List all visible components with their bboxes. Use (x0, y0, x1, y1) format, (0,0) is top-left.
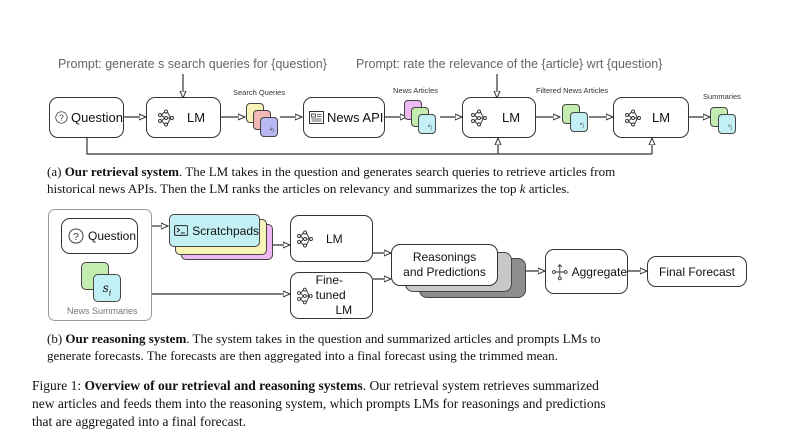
prompt-generate-queries: Prompt: generate s search queries for {q… (58, 57, 327, 71)
question-label: Question (70, 110, 123, 125)
final-forecast-label: Final Forecast (658, 264, 736, 279)
summary-card-s: sj (718, 114, 736, 134)
scratchpads-label: Scratchpads (192, 223, 259, 238)
lm-label: LM (187, 110, 206, 125)
lm-label: LM (326, 231, 343, 246)
filtered-news-articles-label: Filtered News Articles (536, 86, 609, 95)
news-articles-label: News Articles (393, 86, 439, 95)
lm-box-query-gen: LM (146, 97, 221, 138)
lm-label: LM (502, 110, 521, 125)
caption-b-title: Our reasoning system (65, 331, 187, 346)
finetuned-label-line1: Fine-tuned (315, 273, 346, 302)
lm-label: LM (652, 110, 671, 125)
caption-b: (b) Our reasoning system. The system tak… (47, 331, 601, 363)
neural-network-icon (297, 230, 313, 247)
reasonings-label-line1: Reasonings (412, 250, 477, 264)
news-summaries-label: News Summaries (67, 306, 138, 316)
summaries-label: Summaries (703, 92, 741, 101)
finetuned-label-line2: LM (335, 303, 353, 317)
question-circle-icon: ? (55, 111, 68, 124)
neural-network-icon (625, 109, 641, 126)
news-api-label: News API (327, 110, 384, 125)
question-label: Question (88, 229, 137, 243)
filtered-card-a: aj (570, 112, 588, 132)
lm-box-ranking: LM (462, 97, 536, 138)
figure-caption-title: Overview of our retrieval and reasoning … (84, 378, 363, 393)
caption-a-title: Our retrieval system (64, 164, 180, 179)
prompt-rate-relevance: Prompt: rate the relevance of the {artic… (356, 57, 663, 71)
finetuned-lm-box: Fine-tuned LM (290, 272, 373, 319)
news-api-box: News API (303, 97, 385, 138)
neural-network-icon (297, 287, 313, 304)
inputs-group (48, 209, 152, 321)
neural-network-icon (471, 109, 487, 126)
article-card-a: aj (418, 114, 436, 134)
neural-network-icon (158, 109, 174, 126)
svg-text:?: ? (59, 113, 64, 123)
summary-card-si: si (93, 274, 121, 302)
lm-box-reasoning: LM (290, 215, 373, 262)
terminal-icon (174, 225, 189, 236)
aggregate-label: Aggregate (571, 264, 627, 279)
reasonings-predictions-box: Reasonings and Predictions (391, 244, 498, 286)
caption-a: (a) Our retrieval system. The LM takes i… (47, 164, 616, 196)
query-card-q: qi (260, 117, 278, 137)
figure-caption: Figure 1: Overview of our retrieval and … (32, 378, 606, 429)
question-box-retrieval: ? Question (49, 97, 124, 138)
scratchpads-box: Scratchpads (169, 214, 260, 247)
svg-text:?: ? (73, 232, 79, 243)
aggregate-box: Aggregate (545, 249, 628, 294)
final-forecast-box: Final Forecast (647, 256, 747, 287)
aggregate-icon (552, 263, 568, 280)
search-queries-label: Search Queries (233, 88, 286, 97)
question-circle-icon: ? (68, 228, 84, 244)
reasonings-label-line2: and Predictions (403, 265, 486, 279)
lm-box-summarize: LM (613, 97, 689, 138)
question-box-reasoning: ? Question (61, 218, 138, 254)
newspaper-icon (309, 111, 324, 124)
